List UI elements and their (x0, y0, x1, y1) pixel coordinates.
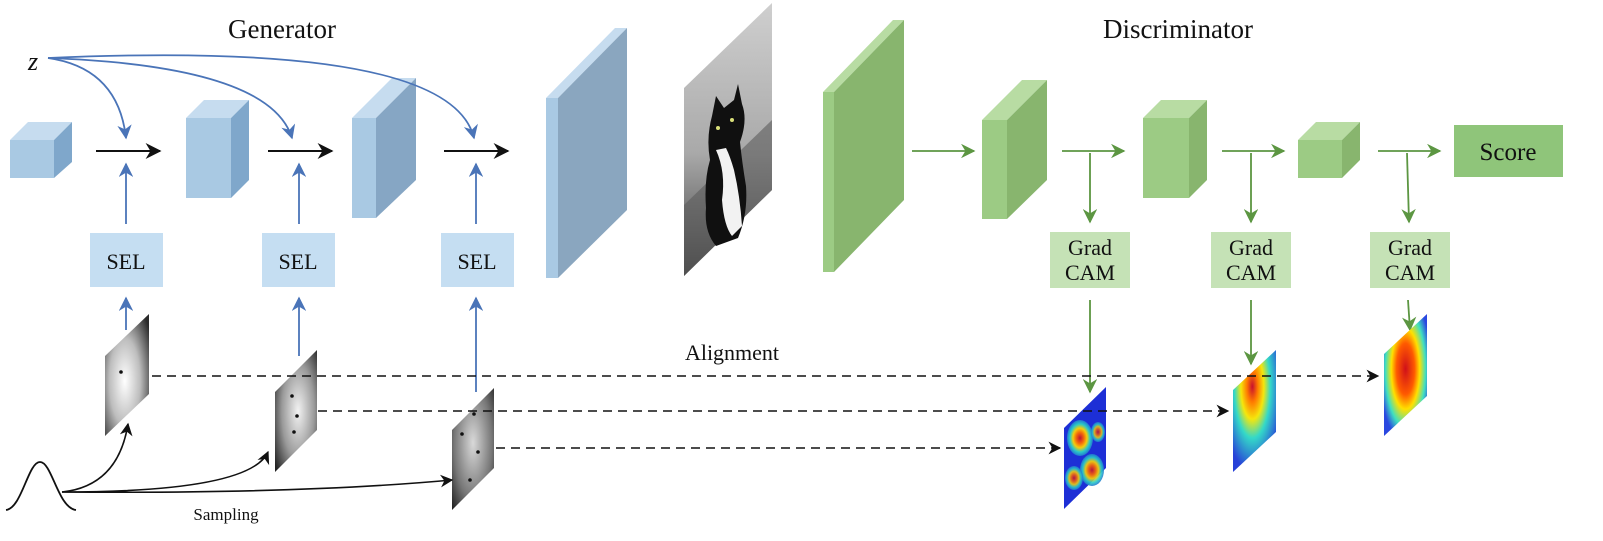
heatmap-arrow-3 (1401, 299, 1417, 332)
sampling-label: Sampling (193, 505, 259, 524)
sel-box-3: SEL (441, 233, 514, 287)
gradcam-label-3-line2: CAM (1385, 260, 1435, 285)
score-label: Score (1480, 139, 1537, 166)
z-label: z (27, 47, 38, 76)
saliency-mask-2 (275, 350, 317, 472)
sampling-arrow-3 (61, 474, 454, 494)
z-arrow-1 (47, 57, 132, 140)
z-arrow-3 (47, 54, 478, 140)
discriminator-block-2 (982, 80, 1047, 219)
gradcam-label-1-line2: CAM (1065, 260, 1115, 285)
discriminator-block-3 (1143, 100, 1207, 198)
saliency-mask-1 (105, 314, 149, 436)
gradcam-heatmap-2 (1233, 350, 1276, 472)
sel-label-1: SEL (106, 249, 145, 274)
gradcam-box-3: Grad CAM (1370, 232, 1450, 288)
gradcam-box-1: Grad CAM (1050, 232, 1130, 288)
generator-block-4 (546, 28, 627, 278)
score-box: Score (1454, 125, 1563, 177)
discriminator-title: Discriminator (1103, 14, 1253, 44)
sel-label-2: SEL (278, 249, 317, 274)
gradcam-in-arrow-3 (1401, 152, 1416, 224)
gradcam-label-2-line2: CAM (1226, 260, 1276, 285)
gradcam-label-2-line1: Grad (1229, 235, 1273, 260)
gradcam-label-1-line1: Grad (1068, 235, 1112, 260)
alignment-label: Alignment (685, 340, 779, 365)
saliency-mask-3 (452, 388, 494, 510)
generator-title: Generator (228, 14, 336, 44)
z-arrow-2 (47, 57, 296, 140)
gradcam-heatmap-3 (1384, 314, 1427, 436)
generator-block-3 (352, 78, 416, 218)
sampling-arrow-2 (61, 450, 270, 493)
gradcam-box-2: Grad CAM (1211, 232, 1291, 288)
discriminator-block-4 (1298, 122, 1360, 178)
gaussian-curve (5, 461, 77, 511)
gradcam-label-3-line1: Grad (1388, 235, 1432, 260)
gradcam-heatmap-1 (1064, 387, 1106, 509)
generator-block-2 (186, 100, 249, 198)
sampling-arrow-1 (61, 422, 133, 493)
discriminator-block-1 (823, 20, 904, 272)
sel-box-2: SEL (262, 233, 335, 287)
sel-label-3: SEL (457, 249, 496, 274)
sel-box-1: SEL (90, 233, 163, 287)
generator-block-1 (10, 122, 72, 178)
generated-cat-image (684, 3, 772, 276)
